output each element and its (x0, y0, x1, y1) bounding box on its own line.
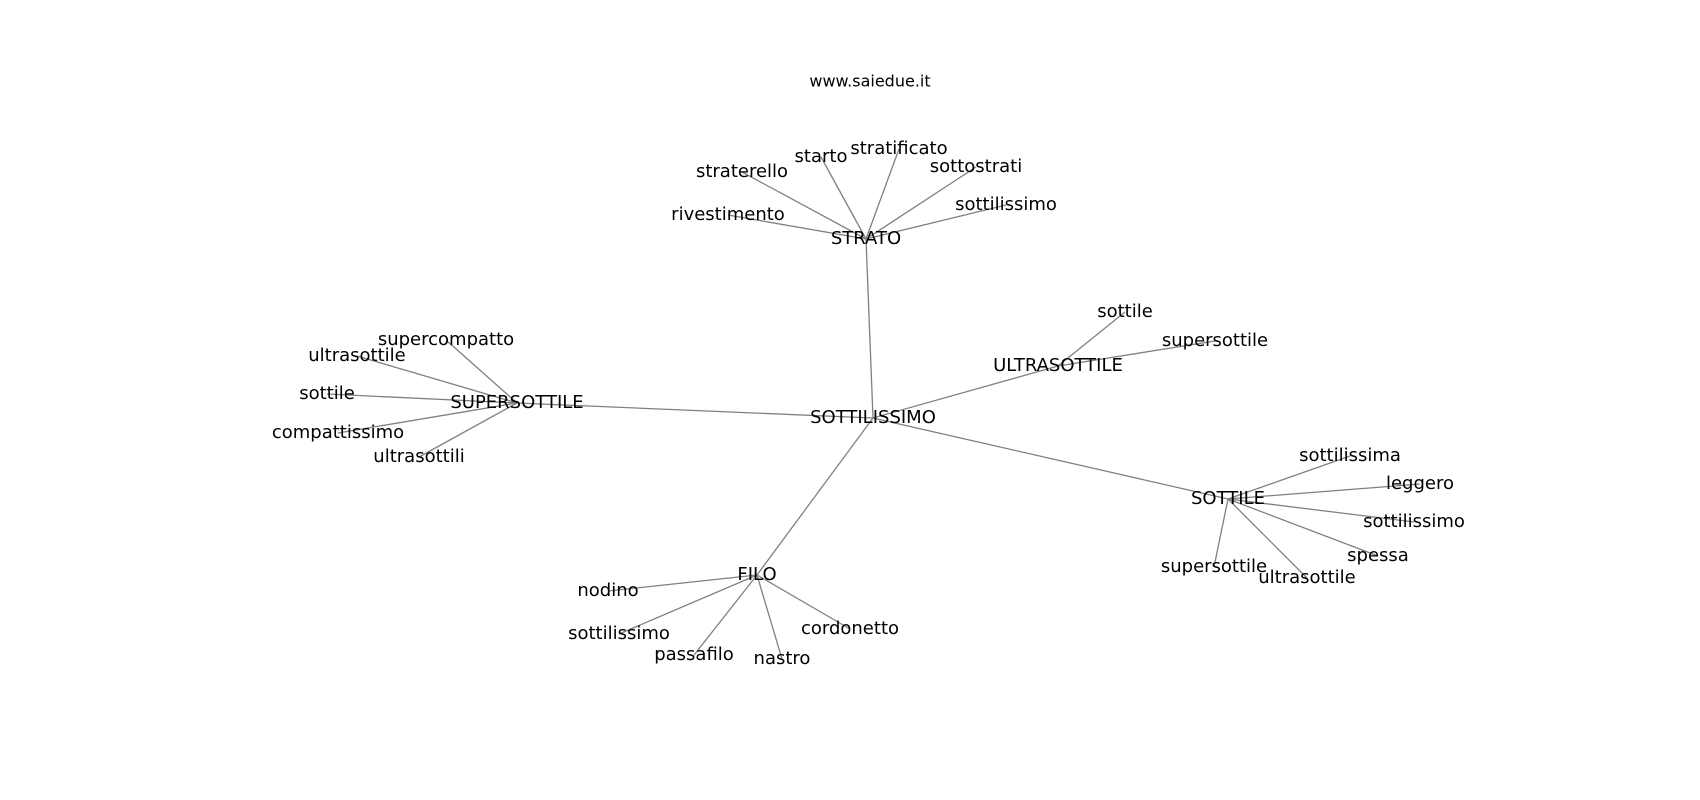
labels-layer: SOTTILISSIMO STRATO rivestimento straterell… (272, 138, 1465, 669)
leaf-node-filo-nastro: nastro (754, 648, 811, 669)
edge-sottile-sottilissima (1227, 455, 1351, 500)
leaf-node-supersottile-ultrasottili: ultrasottili (373, 446, 464, 467)
leaf-node-sottile-spessa: spessa (1347, 545, 1409, 566)
leaf-node-sottile-sottilissima: sottilissima (1299, 445, 1401, 466)
leaf-node-strato-starto: starto (795, 146, 848, 167)
hub-node-filo: FILO (737, 564, 776, 585)
edge-filo-nodino (607, 574, 758, 592)
hub-node-sottile: SOTTILE (1191, 488, 1265, 509)
leaf-node-filo-nodino: nodino (577, 580, 638, 601)
edge-supersottile-supercompatto (445, 339, 518, 404)
edge-ultrasottile-supersottile (1057, 340, 1216, 367)
edge-filo-cordonetto (756, 574, 851, 630)
edge-strato-sottostrati (865, 166, 977, 240)
edge-sottile-ultrasottile (1227, 498, 1308, 579)
edge-strato-starto (820, 156, 867, 240)
leaf-node-supersottile-supercompatto: supercompatto (378, 329, 514, 350)
hub-node-ultrasottile: ULTRASOTTILE (993, 355, 1123, 376)
leaf-node-supersottile-ultrasottile: ultrasottile (308, 345, 405, 366)
edge-supersottile-sottile (326, 393, 518, 404)
leaf-node-sottile-leggero: leggero (1386, 473, 1454, 494)
edge-supersottile-ultrasottili (418, 402, 518, 458)
leaf-node-strato-sottostrati: sottostrati (930, 156, 1022, 177)
leaf-node-ultrasottile-sottile: sottile (1097, 301, 1153, 322)
hub-node-supersottile: SUPERSOTTILE (450, 392, 583, 413)
edge-supersottile-ultrasottile (356, 355, 518, 404)
leaf-node-strato-sottilissimo: sottilissimo (955, 194, 1057, 215)
leaf-node-sottile-supersottile: supersottile (1161, 556, 1267, 577)
leaf-node-supersottile-compattissimo: compattissimo (272, 422, 404, 443)
edge-filo-nastro (756, 574, 783, 660)
leaf-node-supersottile-sottile: sottile (299, 383, 355, 404)
leaf-node-ultrasottile-supersottile: supersottile (1162, 330, 1268, 351)
leaf-node-filo-cordonetto: cordonetto (801, 618, 899, 639)
leaf-node-strato-rivestimento: rivestimento (671, 204, 785, 225)
leaf-node-strato-straterello: straterello (696, 161, 788, 182)
edge-sottile-supersottile (1213, 498, 1229, 568)
hub-node-strato: STRATO (831, 228, 901, 249)
edge-filo-sottilissimo (618, 574, 758, 635)
edge-center-strato (865, 238, 874, 419)
edges-layer (326, 148, 1421, 660)
leaf-node-filo-sottilissimo: sottilissimo (568, 623, 670, 644)
edge-sottile-leggero (1227, 483, 1421, 500)
leaf-node-sottile-ultrasottile: ultrasottile (1258, 567, 1355, 588)
leaf-node-strato-stratificato: stratificato (850, 138, 947, 159)
edge-strato-stratificato (865, 148, 900, 240)
edge-center-sottile (872, 417, 1229, 500)
edge-supersottile-compattissimo (337, 402, 518, 434)
edge-center-ultrasottile (872, 365, 1059, 419)
edge-strato-sottilissimo (865, 204, 1007, 240)
edge-strato-straterello (741, 171, 867, 240)
center-node-label: SOTTILISSIMO (810, 407, 936, 428)
site-title: www.saiedue.it (809, 72, 930, 91)
edge-strato-rivestimento (727, 214, 867, 240)
edge-center-supersottile (516, 402, 874, 419)
edge-sottile-sottilissimo (1227, 498, 1415, 523)
edge-sottile-spessa (1227, 498, 1379, 557)
edge-filo-passafilo (693, 574, 758, 656)
leaf-node-filo-passafilo: passafilo (654, 644, 734, 665)
edge-ultrasottile-sottile (1057, 311, 1126, 367)
edge-center-filo (756, 417, 874, 576)
leaf-node-sottile-sottilissimo: sottilissimo (1363, 511, 1465, 532)
